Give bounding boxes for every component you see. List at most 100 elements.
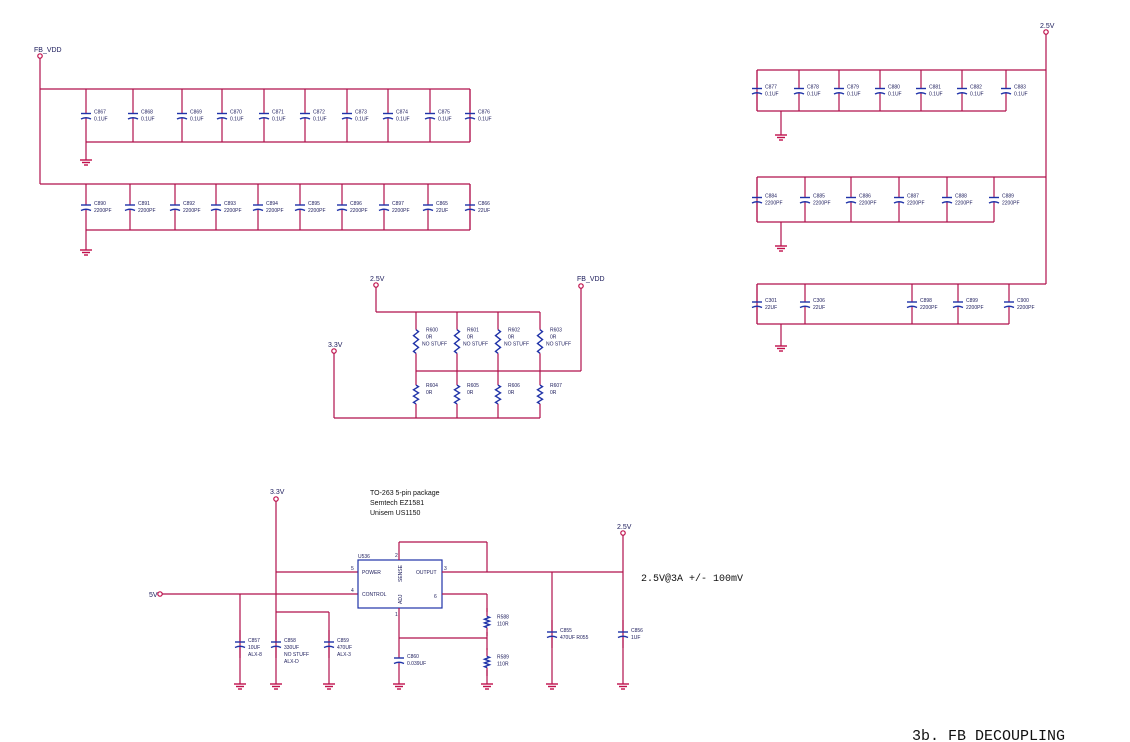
capacitor-plate-icon [793,92,805,95]
capacitor-plate-icon [833,92,845,95]
res-ref-label: R589 [497,654,509,660]
cap-ref-label: C858 [284,638,296,644]
cap-ref-label: C301 [765,298,777,304]
capacitor-plate-icon [1003,305,1015,309]
fb-vdd-decoupling-block: FB_VDD C8670.1UFC8680.1UFC8690.1UFC8700.… [34,47,492,256]
res-value-label: 0R [508,335,515,341]
cap-row-0p1uf-left: C8670.1UFC8680.1UFC8690.1UFC8700.1UFC871… [80,89,492,142]
capacitor-plate-icon [874,92,886,95]
cap-ref-label: C882 [970,85,982,91]
ground-icon [775,134,787,141]
cap-ref-label: C874 [396,110,408,116]
reg-pin-control: CONTROL [362,592,387,598]
capacitor-plate-icon [546,635,558,639]
cap-row-2200pf-right: C8842200PFC8852200PFC8862200PFC8872200PF… [751,177,1020,222]
cap-ref-label: C886 [859,194,871,200]
res-value-label: 110R [497,621,509,627]
cap-ref-label: C875 [438,110,450,116]
reg-pin5-num: 5 [351,566,354,572]
cap-ref-label: C899 [966,298,978,304]
capacitor-plate-icon [1000,92,1012,95]
cap-value-label: 2200PF [920,305,938,311]
reg-pin-adj: ADJ [398,594,404,604]
reg-pin1-num: 1 [395,612,398,618]
cap-ref-label: C867 [94,110,106,116]
cap-value-label: 2200PF [94,208,112,214]
cap-ref-label: C868 [141,110,153,116]
capacitor-plate-icon [799,305,811,309]
reg-pin4-num: 4 [351,588,354,594]
cap-ref-label: C857 [248,638,260,644]
ground-icon [546,683,558,690]
cap-value-label: 2200PF [1017,305,1035,311]
output-spec-label: 2.5V@3A +/- 100mV [641,573,743,585]
res-ref-label: R603 [550,328,562,334]
capacitor-plate-icon [751,305,763,309]
resistor-zigzag-icon [412,329,420,354]
cap-ref-label: C879 [847,85,859,91]
cap-value-label: 330UF [284,645,299,651]
capacitor-plate-icon [127,117,139,120]
cap-value-label: 0.1UF [888,92,902,98]
capacitor-plate-icon [234,645,246,649]
regulator-grounds [234,683,629,690]
res-ref-label: R588 [497,614,509,620]
capacitor-plate-icon [422,208,434,212]
res-note-label: NO STUFF [463,342,488,348]
ground-icon [270,683,282,690]
resistor-zigzag-icon [453,384,461,405]
capacitor-plate-icon [464,117,476,120]
cap-ref-label: C881 [929,85,941,91]
resistor-zigzag-icon [412,384,420,405]
cap-ref-label: C856 [631,628,643,634]
res-value-label: 0R [550,390,557,396]
cap-value-label: 2200PF [138,208,156,214]
cap-ref-label: C860 [407,654,419,660]
capacitor-plate-icon [617,635,629,639]
res-note-label: NO STUFF [504,342,529,348]
cap-value-label: 470UF R055 [560,635,589,641]
cap-ref-label: C895 [308,201,320,207]
cap-note-label: ALX-3 [337,652,351,658]
cap-ref-label: C900 [1017,298,1029,304]
ground-icon [80,249,92,256]
capacitor-plate-icon [952,305,964,309]
reg-pin2-num: 2 [395,553,398,559]
resistor-zigzag-icon [494,329,502,354]
res-value-label: 0R [426,390,433,396]
cap-value-label: 0.1UF [230,117,244,123]
ground-icon [393,683,405,690]
resistor-zigzag-icon [482,655,492,669]
cap-value-label: 0.1UF [807,92,821,98]
cap-value-label: 2200PF [392,208,410,214]
cap-value-label: 2200PF [1002,201,1020,207]
cap-ref-label: C892 [183,201,195,207]
cap-ref-label: C883 [1014,85,1026,91]
regulator-ic [357,559,443,609]
